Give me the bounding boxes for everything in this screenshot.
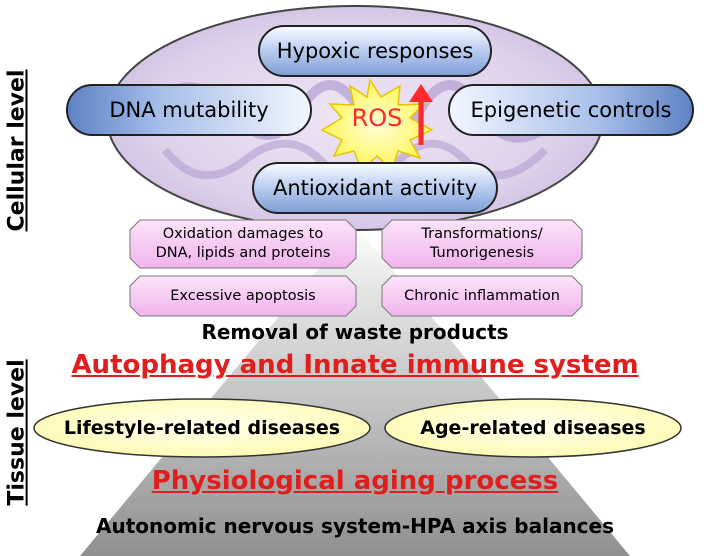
epigenetic-controls-capsule: Epigenetic controls	[448, 84, 694, 136]
autonomic-balance-heading: Autonomic nervous system-HPA axis balanc…	[95, 514, 615, 538]
ros-starburst	[320, 77, 434, 172]
dna-mutability-capsule: DNA mutability	[66, 84, 312, 136]
age-diseases-label: Age-related diseases	[420, 417, 646, 439]
lifestyle-diseases-label: Lifestyle-related diseases	[63, 417, 341, 439]
oxidation-damage-label: Oxidation damages to DNA, lipids and pro…	[155, 226, 331, 261]
age-oval-shape	[384, 398, 682, 458]
autophagy-immune-heading: Autophagy and Innate immune system	[71, 350, 639, 380]
inflammation-box-shape	[381, 275, 583, 317]
oxidation-box-shape	[129, 219, 357, 269]
transformations-label: Transformations/ Tumorigenesis	[421, 226, 543, 261]
lifestyle-oval-shape	[33, 398, 371, 458]
increase-arrow-icon	[409, 84, 433, 145]
chronic-inflammation-label: Chronic inflammation	[404, 287, 560, 304]
hypoxic-responses-capsule: Hypoxic responses	[258, 25, 492, 77]
antioxidant-activity-capsule: Antioxidant activity	[252, 162, 498, 214]
removal-waste-heading: Removal of waste products	[201, 320, 509, 344]
excessive-apoptosis-label: Excessive apoptosis	[170, 287, 316, 304]
transformations-box-shape	[381, 219, 583, 269]
cellular-level-label: Cellular level	[4, 69, 30, 231]
pyramid-shape	[80, 225, 630, 556]
apoptosis-box-shape	[129, 275, 357, 317]
physiological-aging-heading: Physiological aging process	[151, 466, 559, 496]
ros-label: ROS	[351, 104, 403, 132]
